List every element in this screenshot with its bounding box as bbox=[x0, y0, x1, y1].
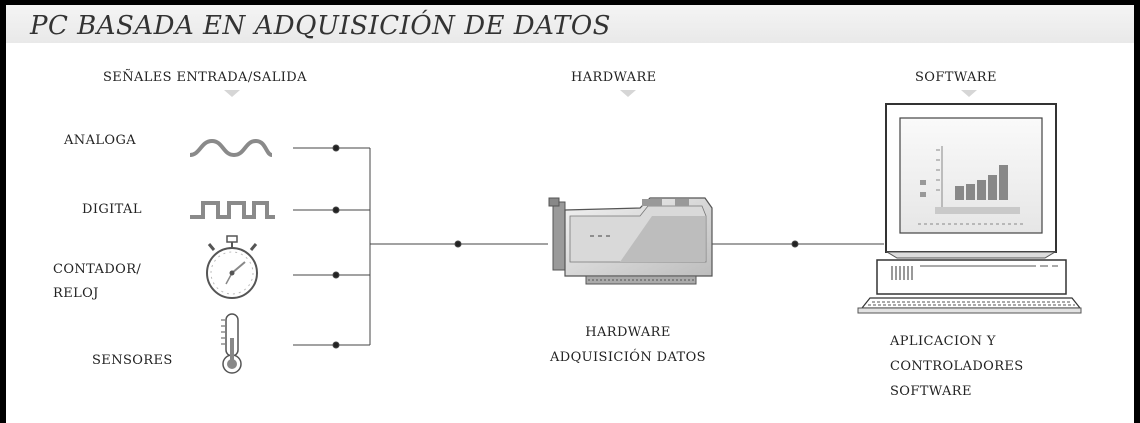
stopwatch-icon bbox=[206, 235, 258, 299]
computer-icon bbox=[857, 103, 1082, 314]
hardware-arrow-icon bbox=[620, 90, 636, 97]
sine-wave-icon bbox=[189, 138, 273, 158]
signal-sensors-label: SENSORES bbox=[92, 353, 173, 368]
software-caption-line3: SOFTWARE bbox=[890, 384, 972, 399]
signal-counter-line1: CONTADOR/ bbox=[53, 262, 142, 277]
section-software-label: SOFTWARE bbox=[915, 70, 997, 85]
signals-arrow-icon bbox=[224, 90, 240, 97]
hardware-caption-line2: ADQUISICIÓN DATOS bbox=[550, 350, 706, 365]
section-hardware-label: HARDWARE bbox=[571, 70, 657, 85]
software-caption-line1: APLICACION Y bbox=[890, 334, 996, 349]
thermometer-icon bbox=[221, 313, 242, 374]
square-wave-icon bbox=[190, 201, 275, 219]
signal-analog-label: ANALOGA bbox=[64, 133, 137, 148]
title-bar: PC BASADA EN ADQUISICIÓN DE DATOS bbox=[6, 5, 1134, 43]
signal-counter-label: CONTADOR/ RELOJ bbox=[53, 258, 141, 306]
hardware-caption: HARDWARE ADQUISICIÓN DATOS bbox=[538, 320, 718, 370]
signal-digital-label: DIGITAL bbox=[82, 202, 142, 217]
signal-counter-line2: RELOJ bbox=[53, 286, 99, 301]
signal-connectors bbox=[293, 144, 884, 349]
software-caption-line2: CONTROLADORES bbox=[890, 359, 1024, 374]
daq-card-icon bbox=[548, 197, 713, 285]
software-caption: APLICACION Y CONTROLADORES SOFTWARE bbox=[890, 329, 1024, 404]
section-signals-label: SEÑALES ENTRADA/SALIDA bbox=[103, 70, 307, 85]
hardware-caption-line1: HARDWARE bbox=[585, 325, 671, 340]
software-arrow-icon bbox=[961, 90, 977, 97]
diagram-title: PC BASADA EN ADQUISICIÓN DE DATOS bbox=[30, 11, 611, 41]
